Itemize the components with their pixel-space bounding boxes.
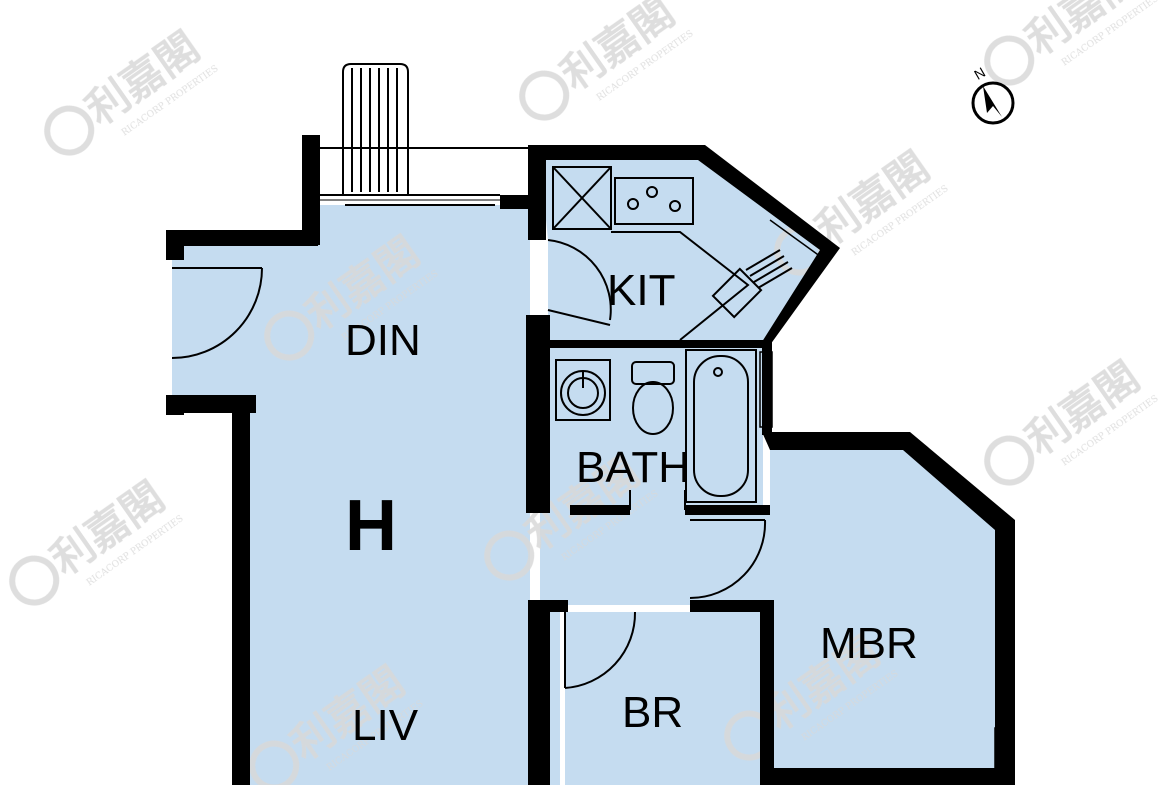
- watermark-8: 利嘉閣 RICACORP PROPERTIES: [984, 352, 1161, 486]
- entrance-door-icon: [171, 267, 263, 359]
- wash-basin-icon: [555, 359, 611, 421]
- kitchen-door-icon: [547, 239, 612, 326]
- kitchen-sink-icon: [711, 249, 793, 319]
- bathtub-icon: [685, 349, 757, 503]
- wall-mbr-bottom: [770, 768, 1000, 785]
- compass-circle-icon: [971, 81, 1015, 125]
- watermark-6: 利嘉閣 RICACORP PROPERTIES: [9, 472, 186, 606]
- wall-balcony-post-left: [302, 135, 320, 245]
- room-label-living: LIV: [352, 701, 419, 750]
- wall-dining-top-left: [166, 230, 318, 246]
- master-bedroom-floor: [770, 447, 995, 785]
- compass-arrow-icon: [983, 86, 1002, 117]
- windows: [759, 351, 1014, 769]
- master-bedroom-door-icon: [689, 519, 767, 599]
- kitchen-fixtures: [552, 166, 834, 341]
- wall-bath-bottom-left: [570, 505, 630, 515]
- room-label-bedroom: BR: [622, 688, 683, 737]
- wall-br-top-right: [690, 600, 770, 612]
- balcony: [318, 63, 528, 206]
- entrance-floor: [172, 258, 184, 398]
- watermark-2: 利嘉閣 RICACORP PROPERTIES: [519, 0, 696, 121]
- stove-icon: [614, 177, 694, 225]
- stair-icon: [342, 63, 409, 195]
- watermark-3: 利嘉閣 RICACORP PROPERTIES: [984, 0, 1161, 86]
- wall-br-left: [528, 600, 550, 785]
- bathroom-fixtures: [555, 349, 757, 503]
- toilet-icon: [631, 361, 675, 435]
- room-label-bathroom: BATH: [576, 443, 690, 492]
- fridge-icon: [552, 166, 612, 230]
- wall-living-left: [232, 395, 250, 785]
- wall-kitchen-outer: [528, 145, 840, 345]
- watermark-1: 利嘉閣 RICACORP PROPERTIES: [44, 22, 221, 156]
- wall-kit-bath-divider: [548, 340, 770, 348]
- room-label-kitchen: KIT: [607, 266, 675, 315]
- corridor-floor: [540, 510, 770, 605]
- wall-bath-left: [526, 315, 550, 513]
- room-labels: KIT DIN BATH H MBR BR LIV: [345, 266, 918, 750]
- wall-bath-bottom-right: [685, 505, 770, 515]
- wall-kitchen-left: [528, 145, 546, 215]
- walls: [166, 135, 1015, 785]
- balcony-floor: [318, 148, 528, 200]
- compass: N: [971, 64, 1015, 125]
- wall-bath-right: [762, 340, 772, 435]
- room-label-dining: DIN: [345, 316, 421, 365]
- doors: [171, 239, 767, 689]
- wall-dining-top-right: [500, 195, 530, 209]
- bedroom-door-icon: [564, 611, 637, 689]
- unit-label: H: [345, 486, 397, 566]
- wall-br-mbr: [760, 600, 774, 785]
- room-label-master-bedroom: MBR: [820, 619, 918, 668]
- bedroom-floor: [565, 612, 760, 785]
